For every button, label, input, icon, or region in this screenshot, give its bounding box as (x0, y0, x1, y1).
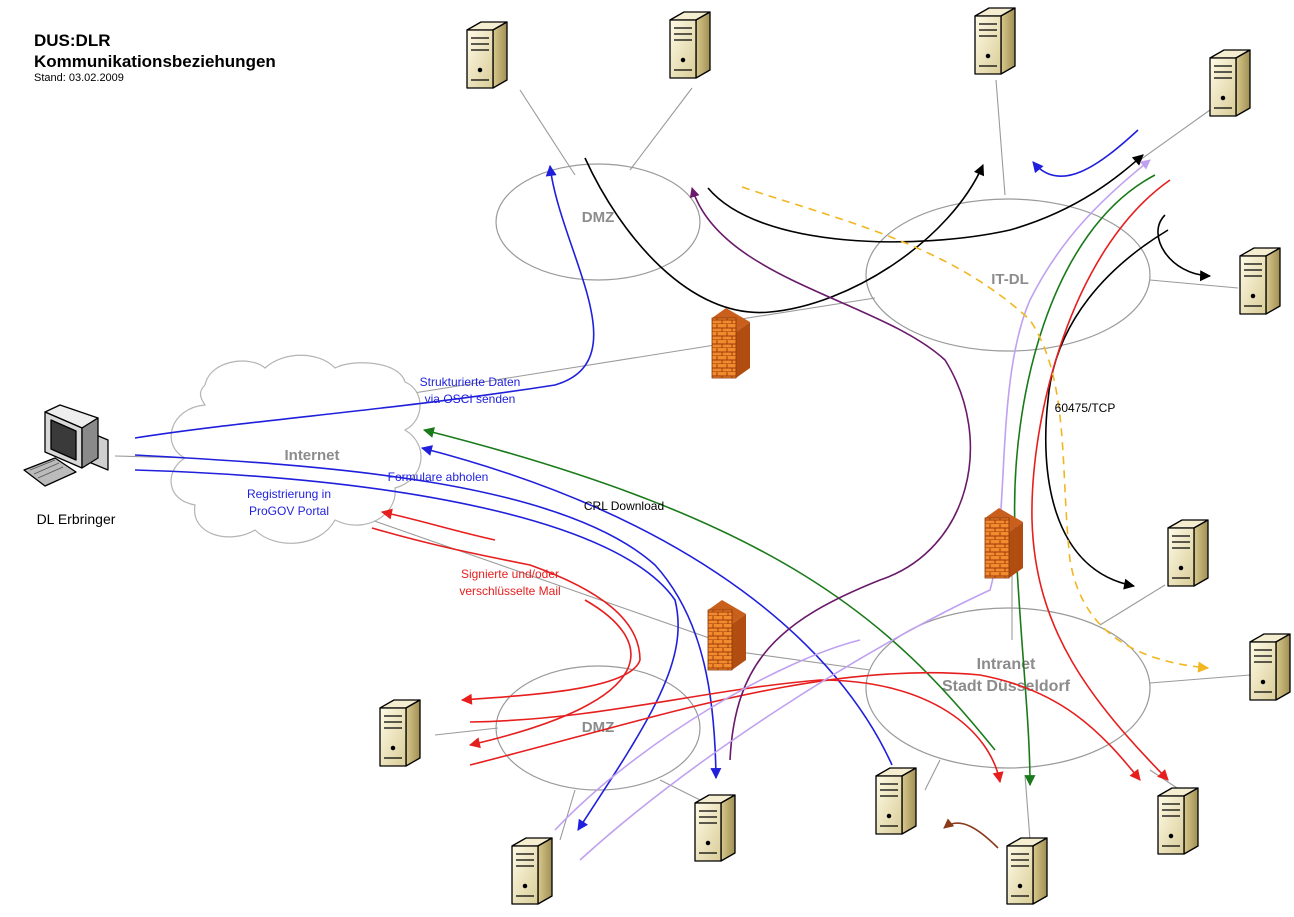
intranet-label-line2: Stadt Düsseldorf (942, 678, 1071, 695)
connection-line (559, 789, 576, 841)
it-dl-label: IT-DL (991, 271, 1029, 288)
dmz-bottom-zone (495, 665, 701, 791)
server-icon (875, 767, 917, 835)
diagram-subtitle: Kommunikationsbeziehungen (34, 52, 276, 71)
diagram-title: DUS:DLR (34, 31, 111, 50)
server-icon (1249, 633, 1291, 701)
connection-line (1149, 674, 1251, 684)
connection-lines (114, 79, 1251, 841)
flow-red-itdl (1031, 179, 1171, 781)
registrierung-label-line1: Registrierung in (247, 487, 331, 501)
server-icon (511, 837, 553, 905)
connection-line (1149, 279, 1239, 289)
connection-line (724, 649, 871, 671)
flows (134, 129, 1212, 861)
mail-label-line2: verschlüsselte Mail (459, 584, 560, 598)
connection-line (1149, 769, 1181, 791)
osci-label-line1: Strukturierte Daten (420, 375, 521, 389)
flow-green-down (1013, 174, 1156, 787)
flow-blue-down-dmz (134, 454, 722, 780)
internet-label: Internet (284, 447, 339, 464)
flow-purple (689, 187, 972, 761)
connection-line (1099, 584, 1166, 626)
port-label: 60475/TCP (1055, 401, 1116, 415)
servers (379, 7, 1291, 905)
firewall-icon (707, 600, 746, 671)
osci-label-line2: via OSCI senden (425, 392, 516, 406)
intranet-label-line1: Intranet (977, 656, 1036, 673)
diagram-date: Stand: 03.02.2009 (34, 72, 124, 84)
intranet-zone (865, 607, 1151, 769)
connection-line (924, 759, 941, 791)
registrierung-label-line2: ProGOV Portal (249, 504, 329, 518)
connection-line (734, 297, 876, 321)
server-icon (1157, 787, 1199, 855)
flow-blue-formulare (420, 445, 893, 766)
flow-red-reg-arrow (380, 508, 496, 541)
flow-green-crl (422, 427, 996, 751)
flow-blue-osci (134, 164, 595, 439)
flow-red-mail-2 (469, 679, 1004, 784)
title-block: DUS:DLR Kommunikationsbeziehungen Stand:… (34, 30, 276, 85)
flow-black-port (1044, 229, 1169, 590)
connection-line (434, 727, 499, 736)
workstation-icon (23, 404, 109, 487)
server-icon (669, 11, 711, 79)
flow-red-mail-1 (468, 599, 632, 749)
flow-brown (943, 818, 999, 849)
server-icon (1239, 247, 1281, 315)
server-icon (694, 794, 736, 862)
connection-line (629, 87, 693, 171)
dmz-top-zone (495, 163, 701, 281)
it-dl-zone (865, 198, 1151, 352)
server-icon (466, 21, 508, 89)
flow-lavender-2 (554, 639, 861, 831)
flow-blue-itdl (1032, 129, 1139, 178)
flow-blue-down-left (134, 469, 679, 831)
formulare-label: Formulare abholen (388, 470, 489, 484)
flow-red-reg (371, 527, 641, 705)
mail-label-line1: Signierte und/oder (461, 567, 559, 581)
firewall-icon (984, 508, 1023, 579)
connection-line (369, 344, 716, 401)
flow-black-1 (584, 157, 985, 314)
server-icon (1209, 49, 1251, 117)
connection-line (995, 79, 1006, 196)
flow-black-2 (707, 154, 1144, 243)
crl-label: CRL Download (584, 499, 664, 513)
connection-line (519, 89, 576, 176)
flow-red-intranet (469, 671, 1141, 781)
server-icon (1006, 837, 1048, 905)
flow-orange-dashed (741, 186, 1210, 673)
server-icon (379, 699, 421, 767)
server-icon (1167, 519, 1209, 587)
dmz-bottom-label: DMZ (582, 719, 615, 736)
firewall-icon (711, 308, 750, 379)
flow-black-3 (1157, 214, 1212, 282)
connection-line (1139, 109, 1211, 161)
server-icon (974, 7, 1016, 75)
dmz-top-label: DMZ (582, 209, 615, 226)
client-label: DL Erbringer (37, 511, 116, 527)
